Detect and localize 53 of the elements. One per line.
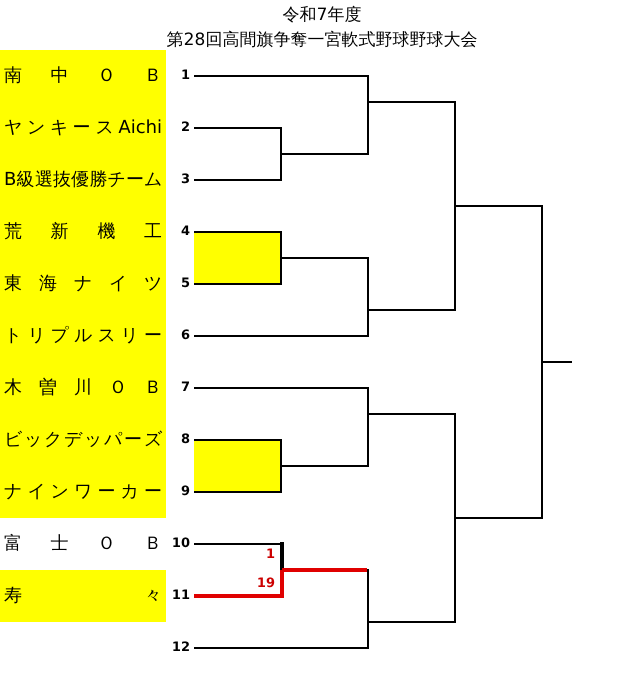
bracket-line	[369, 621, 454, 623]
bracket-line	[194, 75, 367, 77]
team-name: 南中ＯＢ	[4, 65, 162, 86]
bracket-line	[194, 127, 280, 129]
bracket-line	[282, 568, 367, 572]
team-name: B級選抜優勝チーム	[4, 169, 162, 190]
team-name: 東海ナイツ	[4, 273, 162, 294]
score-label: 19	[256, 576, 275, 591]
team-name: 寿々	[4, 585, 162, 606]
draw-number: 10	[172, 536, 190, 551]
bracket-line	[194, 491, 282, 493]
bracket-bar	[280, 542, 284, 598]
bracket-line	[194, 179, 280, 181]
year-heading: 令和7年度	[282, 5, 362, 25]
draw-number: 9	[180, 484, 190, 499]
bracket-line	[456, 205, 541, 207]
bracket-line	[456, 517, 541, 519]
draw-number: 2	[180, 120, 190, 135]
draw-number: 8	[180, 432, 190, 447]
draw-number: 6	[180, 328, 190, 343]
bracket-line	[194, 231, 282, 233]
bracket-line	[282, 465, 367, 467]
draw-number: 11	[172, 588, 190, 603]
bracket-line	[194, 594, 280, 598]
bracket-line	[369, 101, 454, 103]
team-name: ナインワーカー	[4, 481, 162, 502]
draw-number: 12	[172, 640, 190, 655]
team-name: ビックデッパーズ	[4, 429, 162, 450]
shaded-match-box	[194, 440, 282, 492]
draw-number: 4	[180, 224, 190, 239]
bracket-line	[194, 543, 280, 545]
team-name: トリプルスリー	[4, 325, 162, 346]
draw-number: 7	[180, 380, 190, 395]
team-name: 富士ＯＢ	[4, 533, 162, 554]
bracket-line	[194, 387, 367, 389]
team-name: ヤンキースAichi	[4, 117, 162, 138]
score-label: 1	[266, 547, 275, 562]
bracket-line	[194, 439, 282, 441]
team-name: 木曽川ＯＢ	[4, 377, 162, 398]
bracket-line	[543, 361, 572, 363]
bracket-line	[282, 257, 367, 259]
bracket-line	[194, 335, 367, 337]
draw-number: 5	[180, 276, 190, 291]
draw-number: 1	[180, 68, 190, 83]
bracket-line	[369, 413, 454, 415]
shaded-match-box	[194, 232, 282, 284]
tournament-title: 第28回高間旗争奪一宮軟式野球野球大会	[166, 30, 478, 50]
bracket-line	[194, 283, 282, 285]
team-name: 荒新機工	[4, 221, 162, 242]
bracket-line	[282, 153, 367, 155]
bracket-line	[369, 309, 454, 311]
draw-number: 3	[180, 172, 190, 187]
bracket-line	[194, 647, 367, 649]
